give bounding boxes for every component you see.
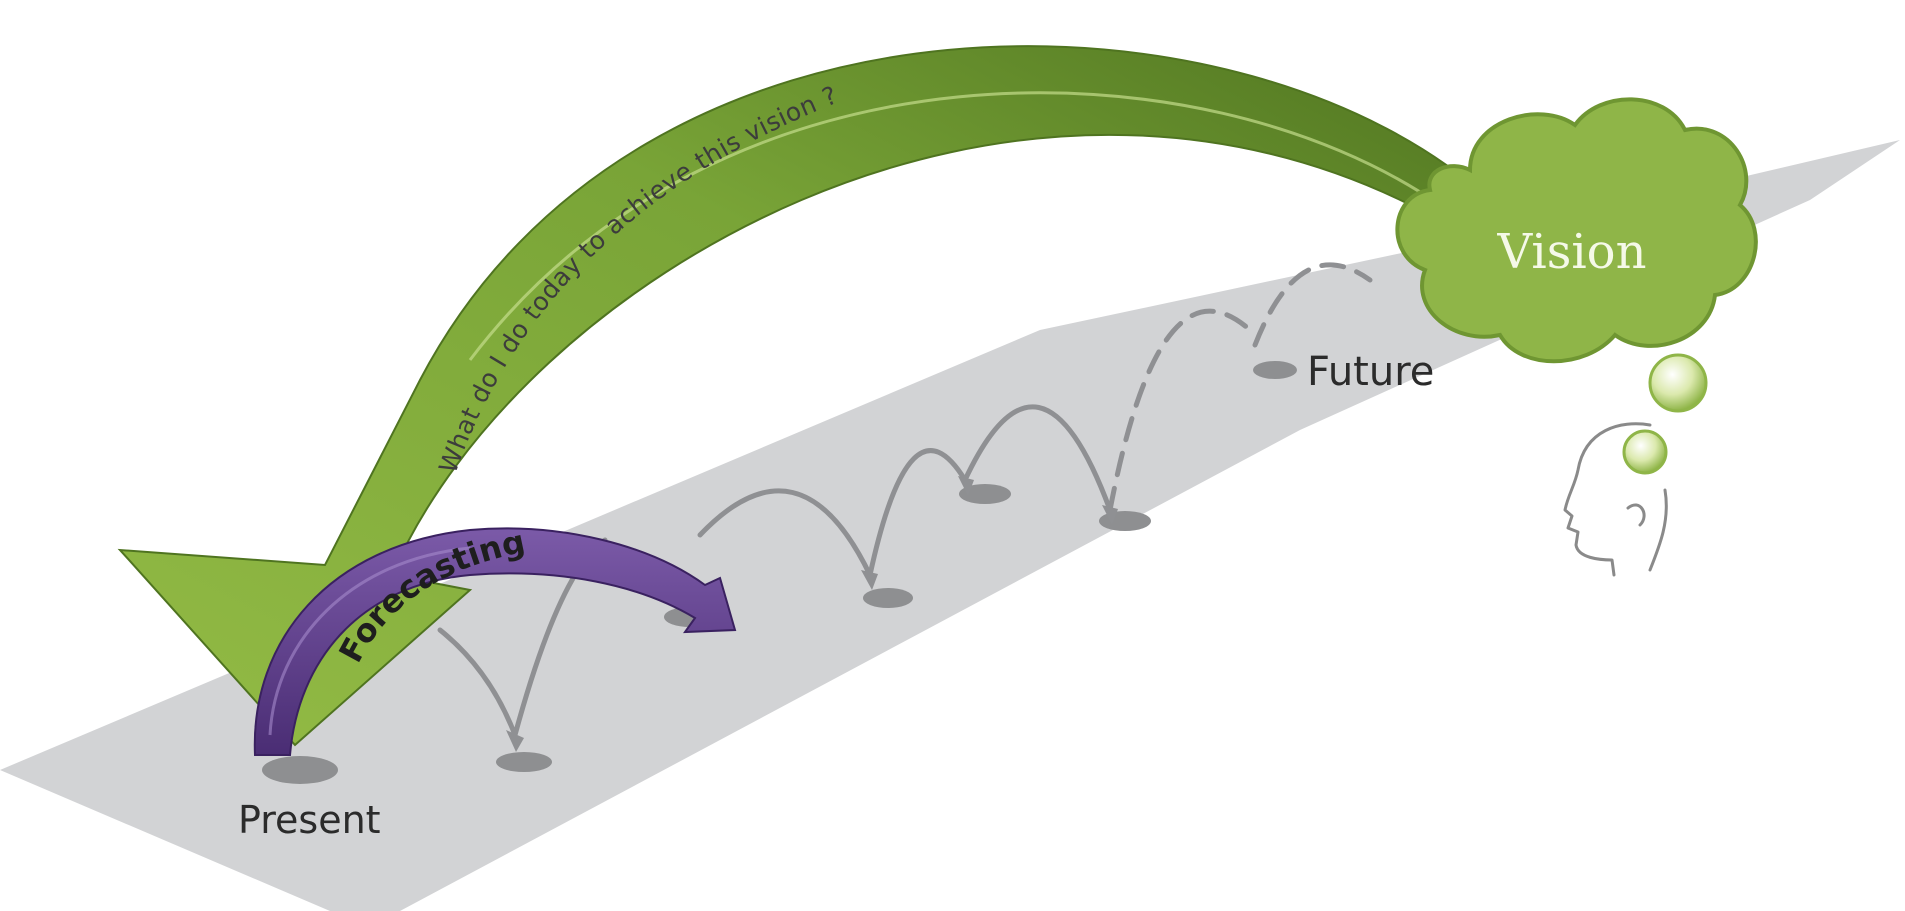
future-step-marker xyxy=(1253,361,1297,379)
hop-arc xyxy=(437,627,518,738)
forecasting-arrow xyxy=(253,527,737,756)
present-label: Present xyxy=(238,798,381,842)
hop-arc-planned xyxy=(1252,262,1373,348)
step-marker xyxy=(496,752,552,772)
vision-cloud-icon xyxy=(1395,97,1758,364)
hop-arcs xyxy=(437,262,1373,738)
hop-arrowheads xyxy=(506,476,1118,752)
hop-arc xyxy=(867,448,968,578)
step-marker xyxy=(863,588,913,608)
future-label: Future xyxy=(1307,349,1434,395)
step-marker xyxy=(959,484,1011,504)
thought-bubble-large xyxy=(1648,353,1708,413)
vision-label: Vision xyxy=(1497,224,1647,280)
head-profile-icon xyxy=(1563,422,1668,577)
hop-arc-planned xyxy=(1107,308,1253,513)
backcasting-arrow xyxy=(117,45,1493,747)
hop-arc xyxy=(962,404,1113,513)
thought-bubble-small xyxy=(1622,429,1668,475)
hop-arc xyxy=(697,488,873,578)
present-step-marker xyxy=(262,756,338,784)
timeline-road xyxy=(0,140,1900,911)
